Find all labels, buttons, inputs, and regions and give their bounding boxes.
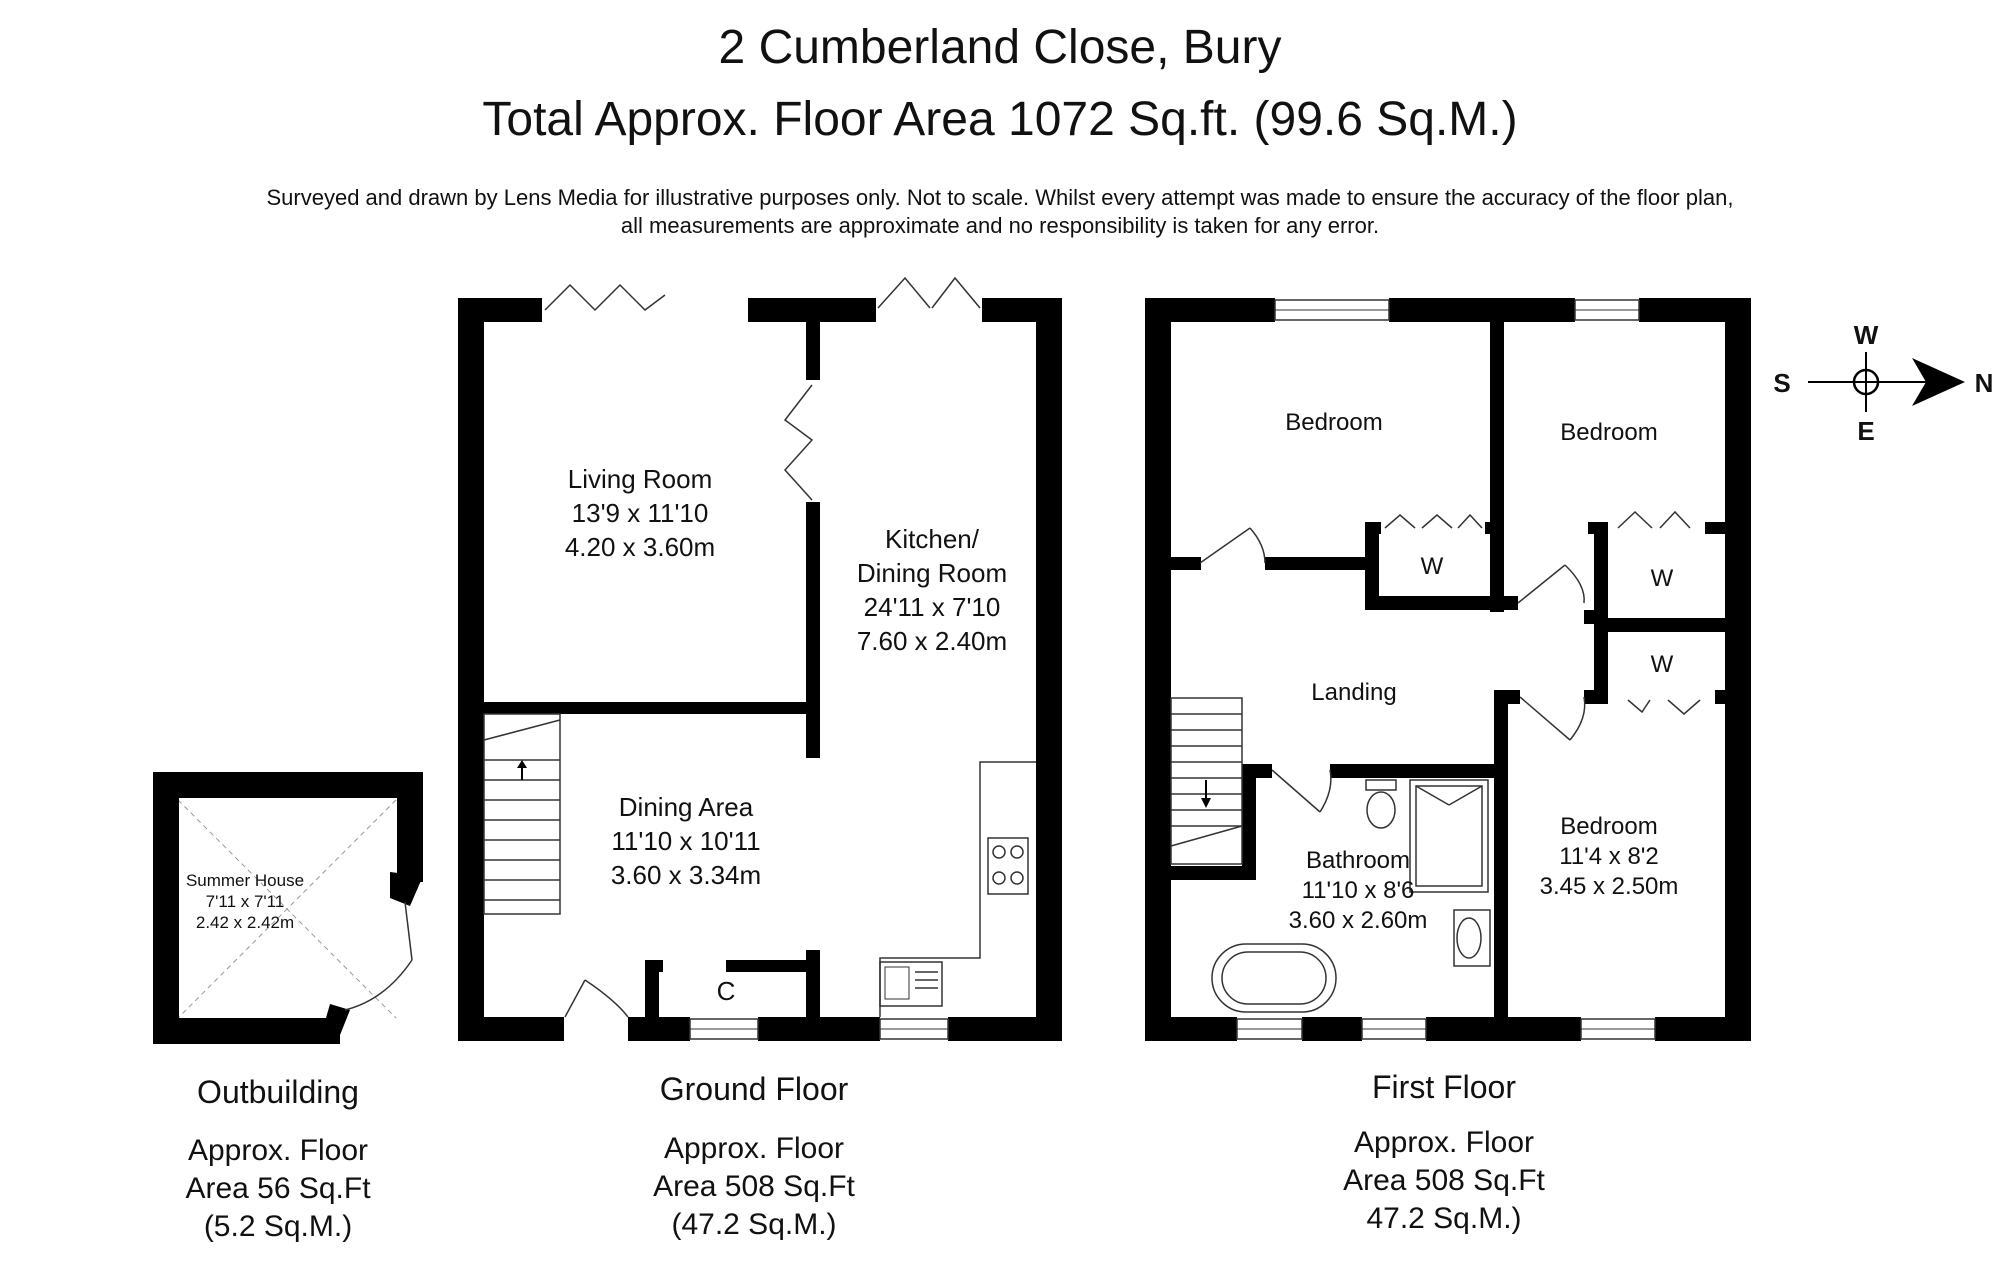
gf-wall-bottom-1 xyxy=(458,1017,564,1041)
gf-wall-right xyxy=(1036,298,1062,1041)
gf-wall-bottom-2 xyxy=(628,1017,690,1041)
wardrobe1-label: W xyxy=(1421,553,1444,580)
cupboard-label: C xyxy=(717,976,736,1006)
outbuilding-wall-left xyxy=(153,772,179,1044)
disclaimer-line-1: Surveyed and drawn by Lens Media for ill… xyxy=(266,185,1734,210)
ground-floor-caption-name: Ground Floor xyxy=(660,1071,849,1107)
kitchen-name-line2: Dining Room xyxy=(857,558,1007,588)
ff-bathroom-left xyxy=(1242,764,1256,880)
outbuilding-wall-right xyxy=(397,772,423,882)
outbuilding-wall-top xyxy=(153,772,423,798)
summer-house-name: Summer House xyxy=(186,871,304,890)
ff-wall-bottom-1 xyxy=(1145,1017,1237,1041)
ff-wardrobe2-bottom xyxy=(1594,618,1745,632)
first-floor-caption-name: First Floor xyxy=(1372,1069,1516,1105)
bedroom3-name: Bedroom xyxy=(1560,813,1657,840)
ff-bathroom-top xyxy=(1330,764,1494,778)
ground-floor-caption-area1: Approx. Floor xyxy=(664,1132,844,1165)
page-title: 2 Cumberland Close, Bury xyxy=(718,21,1282,74)
gf-staircase xyxy=(483,713,561,915)
dining-area-name: Dining Area xyxy=(619,792,754,822)
hob-icon xyxy=(987,837,1029,895)
ff-wall-bottom-3 xyxy=(1426,1017,1581,1041)
compass-west: W xyxy=(1854,320,1879,350)
ff-wall-left xyxy=(1145,298,1171,1041)
bathroom-imperial: 11'10 x 8'6 xyxy=(1302,877,1415,904)
living-room-metric: 4.20 x 3.60m xyxy=(565,532,715,562)
compass-south: S xyxy=(1773,368,1790,398)
ground-floor-caption: Ground Floor Approx. Floor Area 508 Sq.F… xyxy=(653,1071,855,1241)
outbuilding-caption-area2: Area 56 Sq.Ft xyxy=(185,1172,371,1205)
shower-icon xyxy=(1409,779,1489,893)
outbuilding-plan: Summer House 7'11 x 7'11 2.42 x 2.42m xyxy=(153,772,423,1044)
gf-wall-bottom-3 xyxy=(758,1017,880,1041)
summer-house-imperial: 7'11 x 7'11 xyxy=(206,892,285,911)
ff-bedroom3-left xyxy=(1494,690,1508,1017)
outbuilding-caption-area3: (5.2 Sq.M.) xyxy=(204,1210,352,1243)
first-floor-caption-area2: Area 508 Sq.Ft xyxy=(1343,1164,1545,1197)
outbuilding-caption-area1: Approx. Floor xyxy=(188,1134,368,1167)
ff-wall-bottom-2 xyxy=(1302,1017,1362,1041)
first-floor-plan: Bedroom Bedroom W W W Landing Bathroom 1… xyxy=(1145,298,1751,1041)
toilet-icon xyxy=(1366,791,1396,829)
ff-wall-top-2 xyxy=(1389,298,1575,322)
ff-wardrobe1-bottom xyxy=(1365,596,1505,610)
compass-icon: W S E N xyxy=(1773,320,1993,446)
ff-wardrobe1-left xyxy=(1365,522,1379,610)
gf-kitchen-units xyxy=(879,761,1036,1017)
bedroom3-imperial: 11'4 x 8'2 xyxy=(1559,843,1658,870)
ground-floor-caption-area2: Area 508 Sq.Ft xyxy=(653,1170,855,1203)
total-area-subtitle: Total Approx. Floor Area 1072 Sq.ft. (99… xyxy=(482,93,1518,146)
compass-north: N xyxy=(1975,368,1994,398)
disclaimer: Surveyed and drawn by Lens Media for ill… xyxy=(0,184,2000,240)
outbuilding-wall-bottom xyxy=(153,1018,340,1044)
gf-wall-kitchen-middle xyxy=(806,502,820,758)
gf-wall-top-mid xyxy=(748,298,876,322)
gf-wall-left xyxy=(458,298,484,1041)
gf-wall-bottom-4 xyxy=(948,1017,1062,1041)
first-floor-caption-area1: Approx. Floor xyxy=(1354,1126,1534,1159)
bedroom2-name: Bedroom xyxy=(1560,419,1657,446)
outbuilding-caption-name: Outbuilding xyxy=(197,1074,359,1110)
ground-floor-plan: Living Room 13'9 x 11'10 4.20 x 3.60m Ki… xyxy=(458,276,1062,1041)
living-room-name: Living Room xyxy=(568,464,713,494)
basin-icon xyxy=(1453,909,1491,967)
bathroom-name: Bathroom xyxy=(1306,847,1410,874)
sink-icon xyxy=(879,961,943,1007)
summer-house-metric: 2.42 x 2.42m xyxy=(196,913,294,932)
dining-area-metric: 3.60 x 3.34m xyxy=(611,860,761,890)
dining-area-imperial: 11'10 x 10'11 xyxy=(611,826,760,856)
wardrobe2-label: W xyxy=(1651,565,1674,592)
bedroom1-name: Bedroom xyxy=(1285,409,1382,436)
wardrobe3-label: W xyxy=(1651,651,1674,678)
landing-label: Landing xyxy=(1311,679,1396,706)
compass-east: E xyxy=(1857,416,1874,446)
first-floor-caption-area3: 47.2 Sq.M.) xyxy=(1366,1202,1521,1235)
living-room-imperial: 13'9 x 11'10 xyxy=(572,498,709,528)
gf-wall-living-divider xyxy=(484,702,806,714)
kitchen-imperial: 24'11 x 7'10 xyxy=(864,592,1001,622)
kitchen-metric: 7.60 x 2.40m xyxy=(857,626,1007,656)
ff-bathroom-fixtures xyxy=(1211,779,1491,1013)
kitchen-name-line1: Kitchen/ xyxy=(885,524,980,554)
ff-staircase xyxy=(1170,697,1243,865)
gf-wall-cupboard-left xyxy=(645,960,659,1020)
bathroom-metric: 3.60 x 2.60m xyxy=(1289,907,1428,934)
ff-wall-right xyxy=(1725,298,1751,1041)
ground-floor-caption-area3: (47.2 Sq.M.) xyxy=(671,1208,836,1241)
outbuilding-caption: Outbuilding Approx. Floor Area 56 Sq.Ft … xyxy=(185,1074,371,1243)
bedroom3-metric: 3.45 x 2.50m xyxy=(1540,873,1679,900)
ff-bedroom-divider xyxy=(1490,322,1504,612)
disclaimer-line-2: all measurements are approximate and no … xyxy=(620,213,1380,238)
first-floor-caption: First Floor Approx. Floor Area 508 Sq.Ft… xyxy=(1343,1069,1545,1235)
bath-icon xyxy=(1211,943,1337,1013)
gf-wall-kitchen-upper xyxy=(806,322,820,380)
ff-wall-bottom-4 xyxy=(1655,1017,1751,1041)
